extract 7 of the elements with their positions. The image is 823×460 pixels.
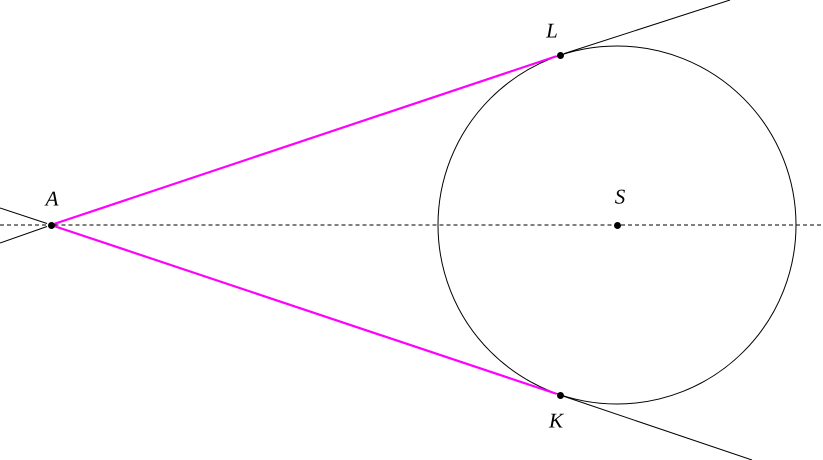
point-label: A — [46, 188, 58, 210]
line-segment — [54, 55, 558, 225]
point-label: S — [614, 186, 626, 208]
line-segment — [54, 224, 614, 226]
line-segment — [54, 225, 558, 395]
point-label: L — [546, 20, 558, 42]
point-label: K — [549, 410, 563, 432]
